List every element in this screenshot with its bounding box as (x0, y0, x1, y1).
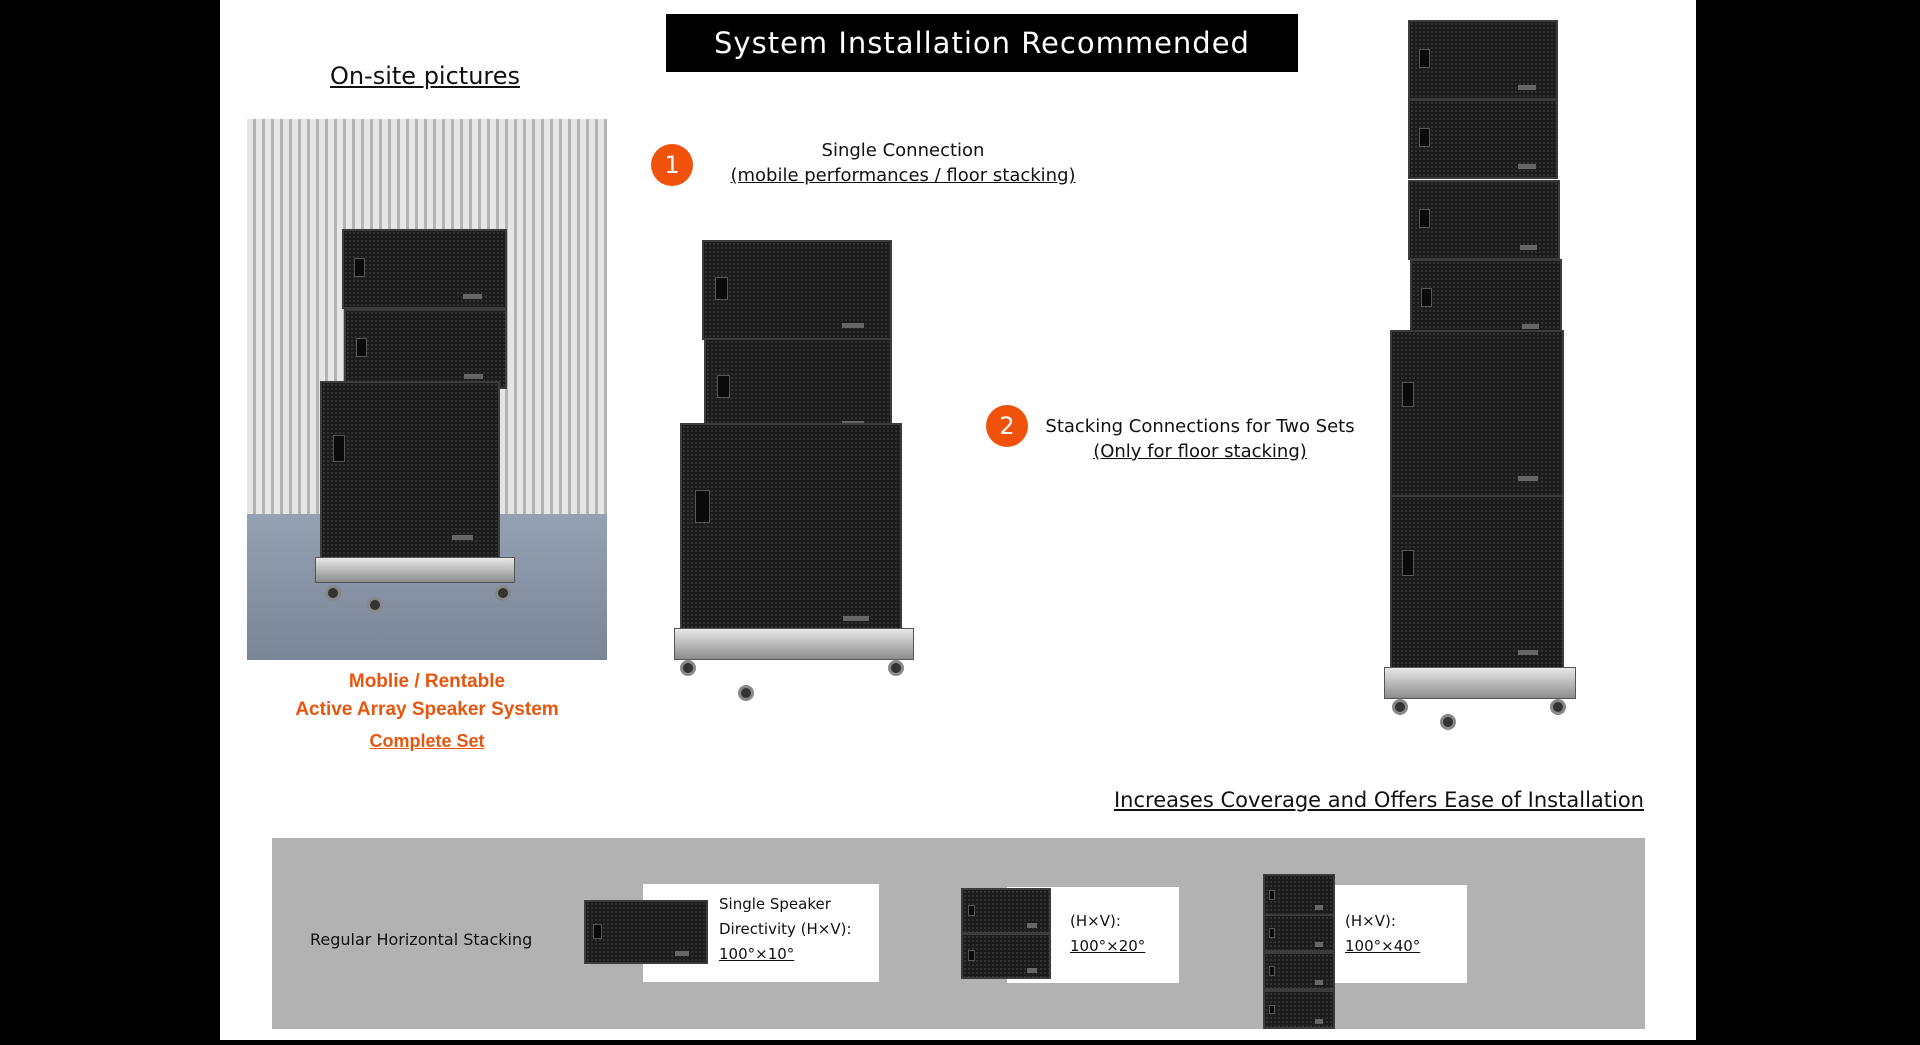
page-title: System Installation Recommended (666, 14, 1298, 72)
single-top-speaker (702, 240, 892, 340)
photo-subwoofer (320, 381, 500, 559)
single-mid-speaker (704, 338, 892, 438)
config-2-speaker (961, 933, 1051, 979)
tower-wheel (1392, 699, 1408, 715)
config-3-value: 100°×40° (1345, 937, 1421, 955)
caption-line-1: Moblie / Rentable (348, 671, 506, 692)
option2-badge: 2 (986, 405, 1028, 447)
tower-subwoofer (1390, 495, 1564, 675)
photo-wheel (495, 585, 511, 601)
tower-speaker (1408, 180, 1560, 260)
option1-subtitle: (mobile performances / floor stacking) (730, 165, 1076, 186)
config-3-speaker (1263, 990, 1335, 1029)
tower-wheel (1440, 714, 1456, 730)
onsite-photo (247, 119, 607, 660)
single-wheel (888, 660, 904, 676)
product-caption: Moblie / Rentable Active Array Speaker S… (247, 668, 607, 755)
tower-subwoofer (1390, 330, 1564, 500)
onsite-title: On-site pictures (329, 62, 521, 90)
single-subwoofer (680, 423, 902, 645)
config-2-label: (H×V): (1070, 912, 1121, 930)
caption-line-3: Complete Set (369, 731, 485, 751)
caption-line-2: Active Array Speaker System (295, 699, 559, 720)
config-3-label: (H×V): (1345, 912, 1396, 930)
stacking-row-label: Regular Horizontal Stacking (310, 930, 533, 949)
config-1-label-2: Directivity (H×V): (719, 920, 852, 938)
config-2-value: 100°×20° (1070, 937, 1146, 955)
photo-wheel (325, 585, 341, 601)
option2-title: Stacking Connections for Two Sets (1045, 416, 1355, 437)
config-1-value: 100°×10° (719, 945, 795, 963)
slide: System Installation Recommended On-site … (220, 0, 1696, 1040)
option1-text: Single Connection (mobile performances /… (698, 138, 1108, 188)
option2-text: Stacking Connections for Two Sets (Only … (1030, 414, 1370, 464)
single-set-illustration (670, 230, 930, 710)
photo-dolly (315, 557, 515, 583)
option1-badge: 1 (651, 144, 693, 186)
config-3-speaker (1263, 914, 1335, 952)
tower-dolly (1384, 667, 1576, 699)
tower-wheel (1550, 699, 1566, 715)
config-1-speaker (584, 900, 708, 964)
single-dolly (674, 628, 914, 660)
single-wheel (680, 660, 696, 676)
config-2-speaker (961, 888, 1051, 934)
double-set-illustration (1380, 15, 1610, 730)
coverage-title: Increases Coverage and Offers Ease of In… (1113, 788, 1644, 812)
photo-mid-speaker (344, 309, 507, 389)
photo-top-speaker (342, 229, 507, 309)
config-3-speaker (1263, 874, 1335, 916)
config-1-label: Single Speaker (719, 895, 831, 913)
tower-speaker (1408, 99, 1558, 179)
single-wheel (738, 685, 754, 701)
config-3-speaker (1263, 952, 1335, 990)
option1-title: Single Connection (821, 140, 985, 161)
tower-speaker (1408, 20, 1558, 100)
tower-speaker (1410, 259, 1562, 339)
photo-wheel (367, 597, 383, 613)
option2-subtitle: (Only for floor stacking) (1093, 441, 1307, 462)
